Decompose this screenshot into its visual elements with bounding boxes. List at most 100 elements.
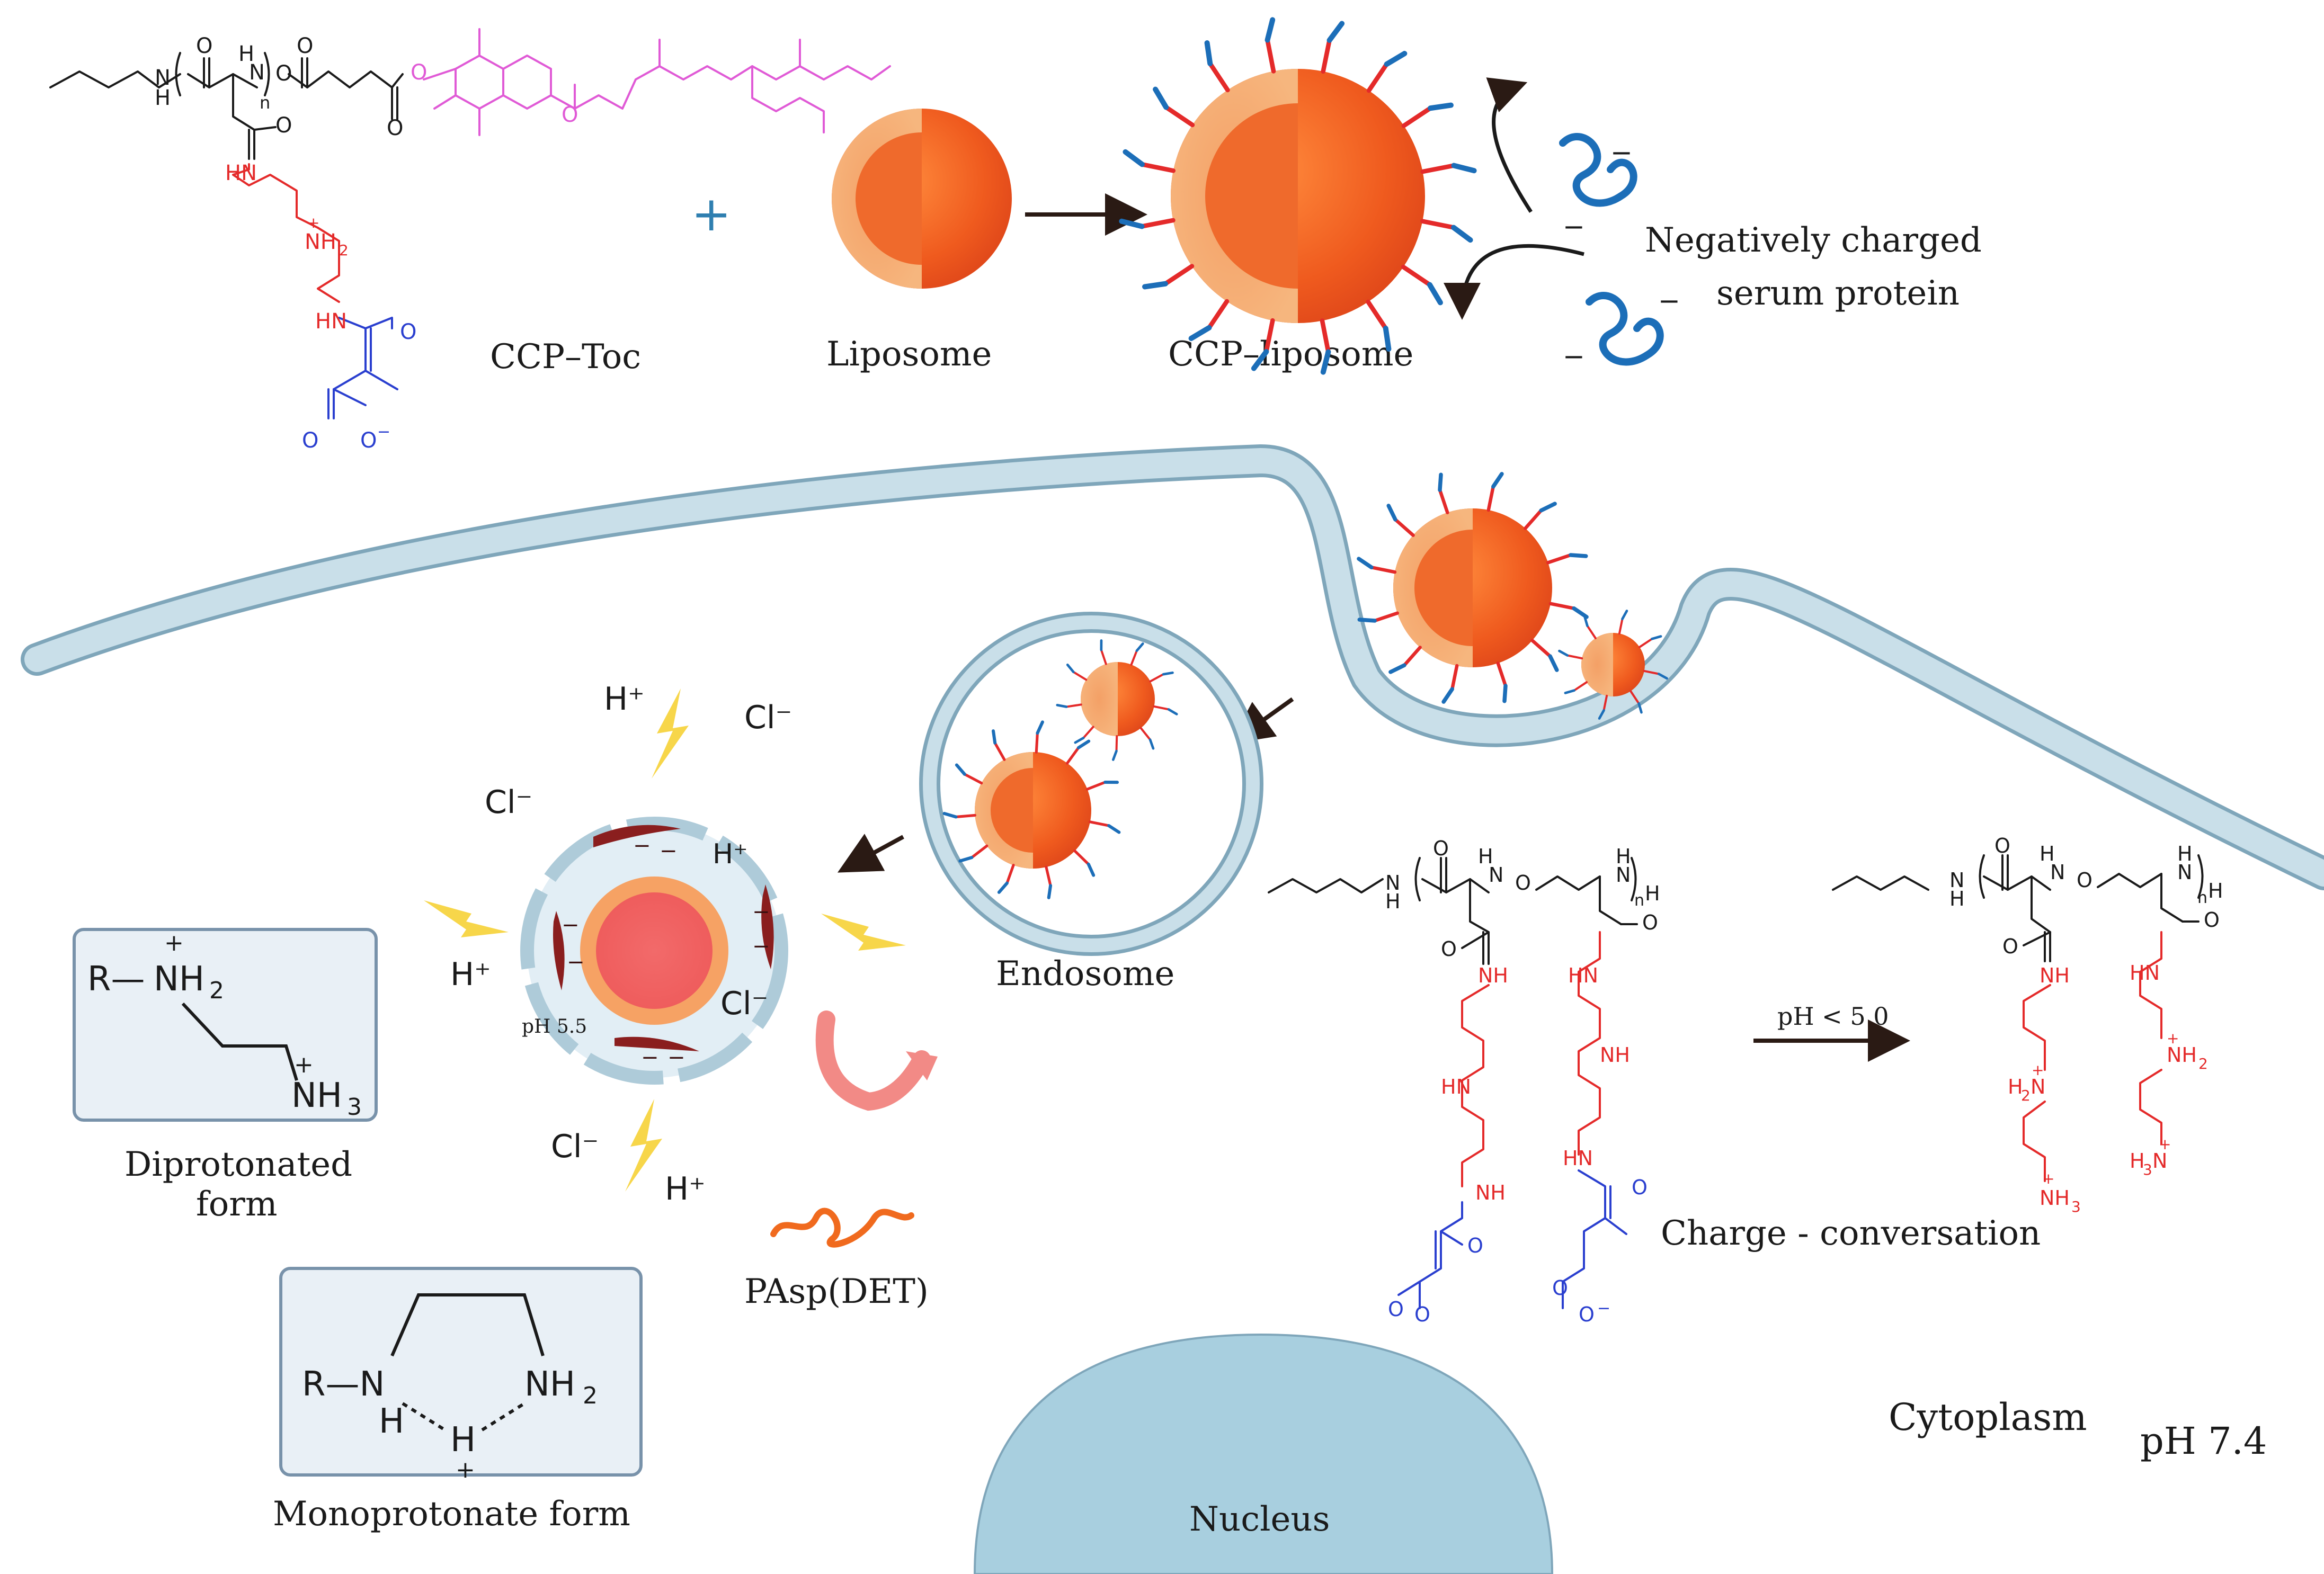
ccp-spike-tip — [1441, 687, 1455, 704]
ccp-spike-tip — [1384, 51, 1408, 67]
polymer-after-atoms: N H H N O H N n H O O O NH H 2 N + NH 3 … — [1949, 834, 2223, 1215]
svg-text:+: + — [2167, 1030, 2179, 1047]
atom-label: O — [360, 428, 377, 453]
atom-label: O — [387, 116, 403, 140]
ccp-spike-tip — [1558, 649, 1569, 657]
ccp-spike-stem — [1643, 669, 1660, 675]
liposome-label: Liposome — [826, 335, 992, 374]
ccp-spike-stem — [1207, 61, 1230, 93]
formula-plus: + — [164, 929, 184, 956]
ccp-spikes — [1558, 610, 1668, 720]
svg-text:H: H — [1645, 882, 1660, 905]
endosome-icon — [919, 612, 1263, 956]
ccp-spike-tip — [1153, 86, 1169, 110]
diprotonated-label-line1: Diprotonated — [124, 1145, 352, 1184]
charge-sign: − — [1563, 211, 1585, 242]
svg-text:O: O — [1632, 1176, 1648, 1199]
lightning-bolt — [625, 1099, 662, 1192]
acidified-endosome: − − − − − − − − — [520, 817, 788, 1085]
ccp-spike-stem — [1573, 681, 1588, 692]
ccp-spike-stem — [1265, 38, 1276, 74]
atom-label: O — [411, 60, 427, 85]
ion-h-plus: H⁺ — [450, 956, 491, 993]
diprotonated-label-line2: form — [196, 1185, 278, 1224]
svg-text:HN: HN — [1441, 1075, 1471, 1098]
formula-h-bridge: H — [450, 1420, 476, 1460]
ion-labels: H⁺ Cl⁻ Cl⁻ H⁺ H⁺ Cl⁻ Cl⁻ H⁺ — [450, 681, 792, 1208]
release-arrow-head — [906, 1051, 938, 1080]
ccp-spike-stem — [1321, 38, 1332, 74]
atom-label: − — [377, 423, 390, 441]
ccp-spike-stem — [1366, 299, 1388, 331]
nucleus-label: Nucleus — [1189, 1500, 1330, 1539]
ccp-spike-stem — [970, 844, 989, 859]
release-arrow — [815, 1010, 931, 1111]
svg-text:2: 2 — [2021, 1087, 2031, 1104]
formula-sub: 3 — [347, 1094, 362, 1121]
ccp-spikes — [1357, 472, 1589, 704]
ccp-spike-tip — [1119, 218, 1145, 229]
atom-label: O — [562, 103, 578, 127]
charge-sign: − — [752, 934, 770, 959]
svg-text:O: O — [1441, 937, 1457, 961]
svg-text:H: H — [2208, 879, 2223, 902]
svg-text:N: N — [1489, 863, 1503, 887]
ccp-spike-stem — [1149, 673, 1165, 683]
ccp-spike-tip — [1148, 738, 1155, 750]
ccp-spike-stem — [1073, 849, 1090, 866]
formula-h: H — [379, 1402, 404, 1441]
ccp-spike-tip — [1087, 862, 1096, 877]
svg-text:H: H — [1385, 890, 1401, 913]
ccp-spike-stem — [954, 813, 976, 819]
ccp-spike-tip — [1427, 282, 1443, 306]
ion-h-plus: H⁺ — [604, 681, 645, 718]
atom-label: O — [302, 428, 318, 453]
ccp-spikes — [942, 720, 1121, 899]
svg-text:O: O — [2204, 908, 2220, 932]
charge-sign: − — [562, 913, 580, 937]
ccp-spike-stem — [1264, 318, 1275, 354]
svg-text:n: n — [1634, 891, 1644, 910]
ccp-spike-tip — [1162, 671, 1174, 676]
svg-text:O: O — [2077, 869, 2093, 892]
ccp-spike-tip — [1583, 615, 1589, 627]
ion-h-plus: H⁺ — [665, 1170, 706, 1208]
ccp-liposome-entering-large — [1393, 508, 1552, 667]
ph-shift-label: pH < 5.0 — [1777, 1002, 1889, 1031]
ccp-toc-blue-cap — [338, 317, 393, 329]
ccp-spike-stem — [1420, 219, 1456, 230]
ion-cl-minus: Cl⁻ — [485, 784, 532, 821]
svg-text:n: n — [2197, 889, 2207, 907]
ccp-toc-structure — [49, 28, 891, 419]
svg-text:O: O — [1994, 834, 2010, 857]
endosome-escape-arrow — [837, 834, 904, 873]
svg-text:H: H — [1478, 845, 1493, 868]
atom-label: + — [307, 214, 319, 231]
ccp-spike-tip — [1074, 737, 1085, 744]
ccp-spike-stem — [1420, 163, 1456, 174]
atom-label: NH — [305, 230, 336, 254]
svg-text:N: N — [2152, 1149, 2167, 1173]
ccp-spike-stem — [993, 741, 1006, 761]
ccp-spike-tip — [1539, 502, 1557, 513]
ccp-spike-stem — [1085, 781, 1107, 791]
endosome-ph-label: pH 5.5 — [522, 1016, 587, 1038]
formula-r: R— — [87, 960, 145, 999]
atom-label: O — [275, 113, 292, 138]
ccp-spike-tip — [1357, 557, 1374, 570]
charge-conversion-label: Charge - conversation — [1661, 1214, 2041, 1253]
ion-cl-minus: Cl⁻ — [720, 985, 768, 1022]
ccp-spike-tip — [1135, 642, 1144, 652]
ccp-spike-stem — [1530, 639, 1552, 658]
ccp-spike-tip — [1386, 504, 1397, 522]
charge-sign: − — [1563, 341, 1585, 372]
svg-text:H: H — [2130, 1149, 2145, 1173]
ccp-spike-tip — [1451, 163, 1477, 174]
ccp-spike-stem — [1524, 508, 1543, 530]
svg-text:O: O — [1515, 871, 1531, 895]
ccp-spike-tip — [1651, 635, 1662, 640]
svg-text:O: O — [2002, 935, 2018, 958]
formula-nh2: NH — [524, 1365, 575, 1404]
ccp-spike-tip — [1564, 689, 1575, 694]
